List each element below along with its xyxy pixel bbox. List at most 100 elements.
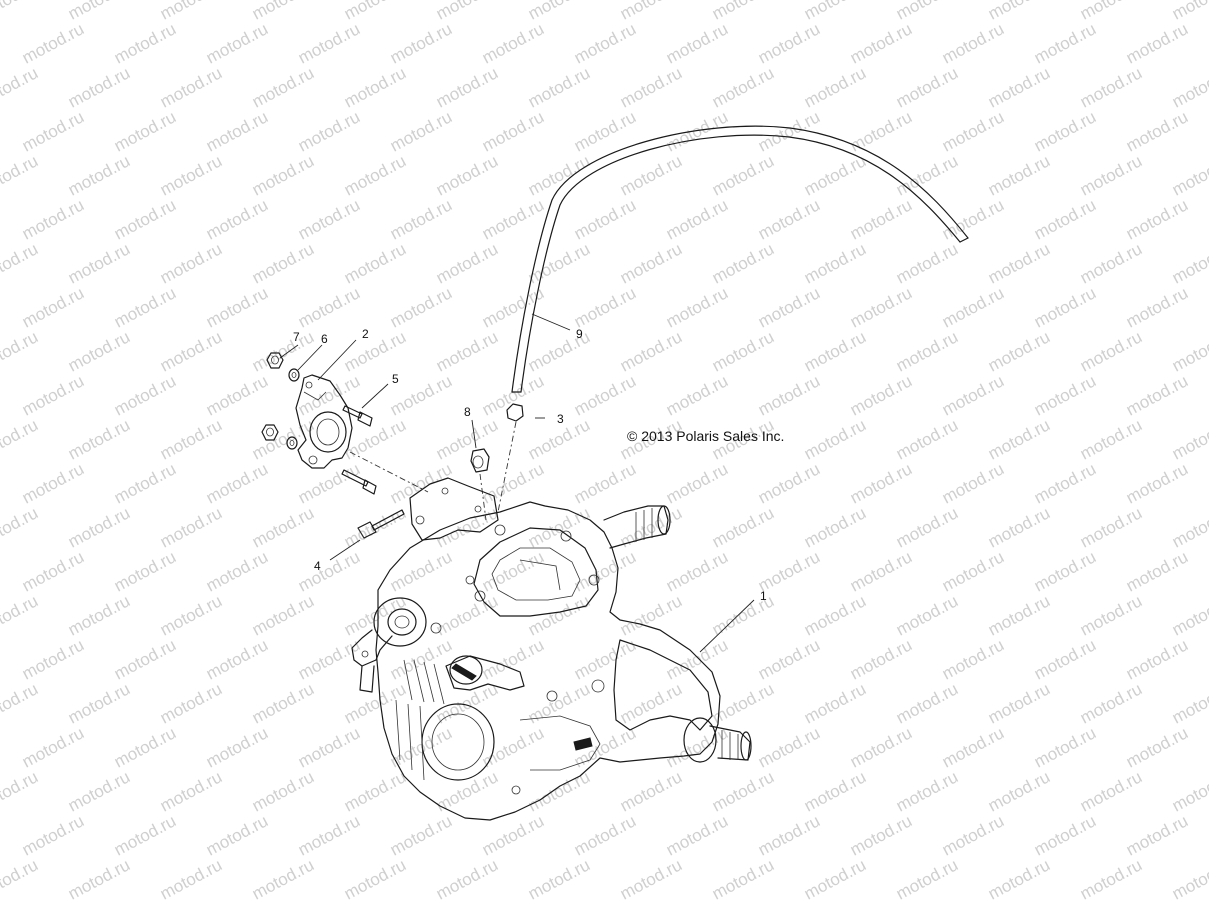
grommet-part-8: [470, 448, 490, 473]
watermark-text: motod.ru: [111, 635, 179, 683]
watermark-text: motod.ru: [203, 371, 271, 419]
watermark-text: motod.ru: [295, 811, 363, 859]
watermark-text: motod.ru: [801, 239, 869, 287]
watermark-text: motod.ru: [709, 63, 777, 111]
watermark-text: motod.ru: [157, 855, 225, 903]
watermark-text: motod.ru: [19, 107, 87, 155]
bolt-part-5: [341, 405, 377, 495]
watermark-text: motod.ru: [571, 107, 639, 155]
watermark-text: motod.ru: [663, 547, 731, 595]
washer-part-6: [286, 368, 300, 450]
watermark-text: motod.ru: [157, 151, 225, 199]
watermark-text: motod.ru: [249, 679, 317, 727]
watermark-text: motod.ru: [111, 811, 179, 859]
watermark-text: motod.ru: [525, 767, 593, 815]
watermark-text: motod.ru: [111, 371, 179, 419]
watermark-text: motod.ru: [0, 767, 41, 815]
callout-7: 7: [293, 330, 300, 344]
watermark-text: motod.ru: [0, 591, 41, 639]
assembly-lines: [349, 421, 517, 521]
watermark-text: motod.ru: [19, 195, 87, 243]
callout-3: 3: [557, 412, 564, 426]
watermark-text: motod.ru: [0, 151, 41, 199]
watermark-text: motod.ru: [203, 107, 271, 155]
watermark-text: motod.ru: [525, 679, 593, 727]
watermark-text: motod.ru: [755, 371, 823, 419]
watermark-text: motod.ru: [571, 19, 639, 67]
watermark-text: motod.ru: [709, 767, 777, 815]
nut-part-7: [261, 352, 284, 441]
watermark-text: motod.ru: [1077, 679, 1145, 727]
watermark-text: motod.ru: [847, 19, 915, 67]
watermark-text: motod.ru: [203, 195, 271, 243]
watermark-text: motod.ru: [1123, 283, 1191, 331]
watermark-text: motod.ru: [1169, 503, 1209, 551]
callout-1: 1: [760, 589, 767, 603]
watermark-text: motod.ru: [1077, 767, 1145, 815]
watermark-text: motod.ru: [295, 19, 363, 67]
watermark-text: motod.ru: [203, 459, 271, 507]
vent-hose-part-9: [511, 125, 969, 393]
callout-5: 5: [392, 372, 399, 386]
watermark-text: motod.ru: [985, 503, 1053, 551]
watermark-text: motod.ru: [1031, 459, 1099, 507]
watermark-text: motod.ru: [801, 415, 869, 463]
watermark-text: motod.ru: [571, 195, 639, 243]
watermark-text: motod.ru: [19, 283, 87, 331]
watermark-text: motod.ru: [295, 723, 363, 771]
callout-labels: 1 2 3 4 5 6 7 8 9: [293, 327, 767, 603]
watermark-text: motod.ru: [479, 635, 547, 683]
watermark-text: motod.ru: [663, 371, 731, 419]
watermark-text: motod.ru: [341, 767, 409, 815]
watermark-text: motod.ru: [203, 811, 271, 859]
watermark-text: motod.ru: [617, 503, 685, 551]
transmission-part-1: [351, 477, 752, 821]
watermark-text: motod.ru: [111, 547, 179, 595]
watermark-text: motod.ru: [847, 195, 915, 243]
watermark-text: motod.ru: [295, 547, 363, 595]
watermark-text: motod.ru: [847, 635, 915, 683]
watermark-text: motod.ru: [893, 855, 961, 903]
watermark-text: motod.ru: [19, 371, 87, 419]
watermark-text: motod.ru: [65, 151, 133, 199]
watermark-text: motod.ru: [617, 239, 685, 287]
watermark-text: motod.ru: [0, 415, 41, 463]
watermark-text: motod.ru: [203, 283, 271, 331]
watermark-text: motod.ru: [893, 327, 961, 375]
watermark-text: motod.ru: [1031, 635, 1099, 683]
watermark-text: motod.ru: [19, 723, 87, 771]
watermark-text: motod.ru: [157, 503, 225, 551]
watermark-text: motod.ru: [1077, 327, 1145, 375]
watermark-text: motod.ru: [525, 327, 593, 375]
watermark-text: motod.ru: [341, 151, 409, 199]
watermark-text: motod.ru: [19, 811, 87, 859]
watermark-text: motod.ru: [387, 283, 455, 331]
watermark-text: motod.ru: [387, 195, 455, 243]
watermark-text: motod.ru: [847, 811, 915, 859]
watermark-text: motod.ru: [755, 19, 823, 67]
watermark-text: motod.ru: [801, 151, 869, 199]
watermark-text: motod.ru: [111, 283, 179, 331]
watermark-text: motod.ru: [387, 635, 455, 683]
watermark-text: motod.ru: [801, 503, 869, 551]
watermark-text: motod.ru: [663, 19, 731, 67]
watermark-text: motod.ru: [65, 63, 133, 111]
watermark-text: motod.ru: [939, 723, 1007, 771]
watermark-text: motod.ru: [1169, 151, 1209, 199]
cover-part-2: [295, 374, 353, 469]
watermark-text: motod.ru: [617, 855, 685, 903]
watermark-text: motod.ru: [111, 459, 179, 507]
watermark-text: motod.ru: [479, 723, 547, 771]
watermark-text: motod.ru: [939, 811, 1007, 859]
watermark-text: motod.ru: [709, 151, 777, 199]
watermark-text: motod.ru: [341, 503, 409, 551]
watermark-text: motod.ru: [433, 591, 501, 639]
watermark-text: motod.ru: [617, 767, 685, 815]
watermark-text: motod.ru: [1123, 459, 1191, 507]
watermark-text: motod.ru: [203, 635, 271, 683]
watermark-text: motod.ru: [801, 767, 869, 815]
watermark-text: motod.ru: [479, 19, 547, 67]
watermark-text: motod.ru: [525, 855, 593, 903]
watermark-text: motod.ru: [479, 107, 547, 155]
